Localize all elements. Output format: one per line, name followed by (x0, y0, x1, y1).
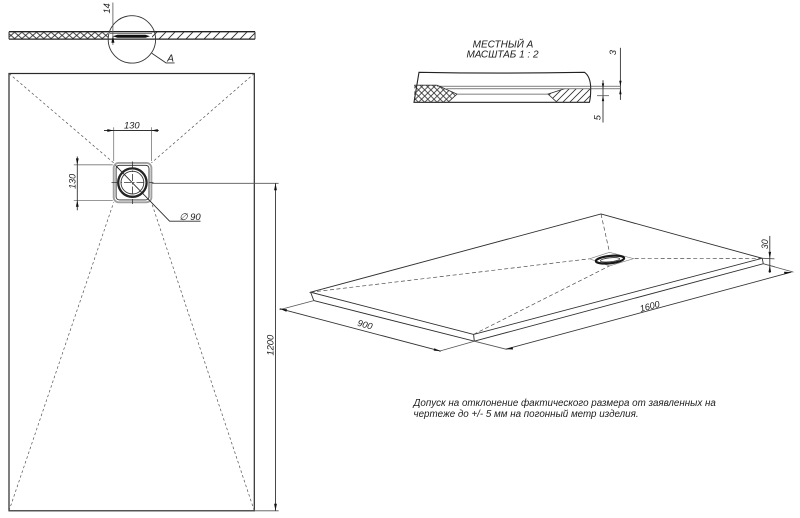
svg-text:∅ 90: ∅ 90 (179, 212, 201, 223)
svg-text:Допуск на отклонение фактическ: Допуск на отклонение фактического размер… (413, 398, 717, 409)
svg-text:130: 130 (124, 120, 140, 131)
svg-text:14: 14 (102, 3, 112, 13)
svg-text:1600: 1600 (639, 299, 661, 314)
svg-text:1200: 1200 (265, 334, 276, 356)
svg-text:A: A (166, 53, 174, 64)
svg-text:130: 130 (67, 174, 77, 189)
svg-text:МЕСТНЫЙ А: МЕСТНЫЙ А (473, 38, 534, 51)
svg-text:5: 5 (593, 114, 603, 120)
svg-text:МАСШТАБ 1 : 2: МАСШТАБ 1 : 2 (466, 49, 538, 60)
svg-text:900: 900 (356, 318, 373, 332)
svg-text:3: 3 (608, 49, 618, 55)
svg-text:30: 30 (760, 239, 770, 249)
svg-text:чертеже до +/- 5 мм на погонны: чертеже до +/- 5 мм на погонный метр изд… (414, 409, 639, 420)
